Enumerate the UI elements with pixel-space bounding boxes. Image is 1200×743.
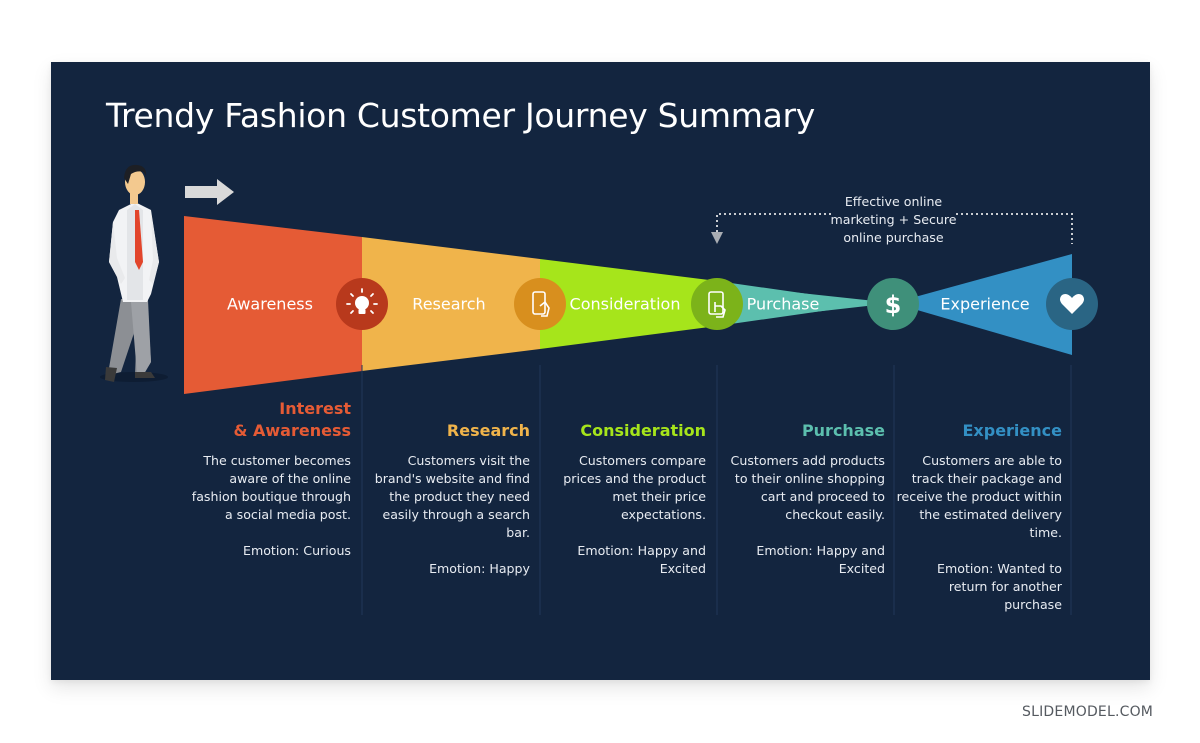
description-line: Customers are able to bbox=[922, 453, 1062, 468]
description-line: The customer becomes bbox=[203, 453, 351, 468]
description-line: prices and the product bbox=[563, 471, 706, 486]
description-line: bar. bbox=[506, 525, 530, 540]
stage-label-awareness: Awareness bbox=[227, 294, 313, 314]
stage-label-research: Research bbox=[412, 294, 486, 314]
dollar-icon: $ bbox=[867, 278, 919, 330]
column-purchase: Purchase Customers add products to their… bbox=[706, 420, 885, 578]
loop-note-line: online purchase bbox=[843, 230, 944, 245]
lightbulb-icon bbox=[336, 278, 388, 330]
emotion-line: Emotion: Wanted to bbox=[937, 561, 1062, 576]
column-dividers bbox=[361, 365, 1072, 615]
stage-label-experience: Experience bbox=[940, 294, 1030, 314]
column-description: Customers add products to their online s… bbox=[706, 452, 885, 524]
heart-icon bbox=[1046, 278, 1098, 330]
column-heading-line: & Awareness bbox=[233, 421, 351, 440]
stage-label-consideration: Consideration bbox=[569, 294, 681, 314]
description-line: fashion boutique through bbox=[191, 489, 351, 504]
loop-note-line: marketing + Secure bbox=[830, 212, 957, 227]
description-line: Customers compare bbox=[579, 453, 706, 468]
loop-arrowhead-icon bbox=[711, 232, 723, 244]
funnel-segment-purchase-tip bbox=[717, 284, 893, 323]
loop-connector bbox=[711, 213, 1073, 244]
column-emotion: Emotion: Wanted to return for another pu… bbox=[881, 560, 1062, 614]
description-line: brand's website and find bbox=[374, 471, 530, 486]
emotion-line: Emotion: Happy and bbox=[756, 543, 885, 558]
funnel-segment-consideration bbox=[540, 259, 717, 349]
mobile-phone-hand-icon bbox=[514, 278, 566, 330]
column-emotion: Emotion: Happy and Excited bbox=[706, 542, 885, 578]
description-line: aware of the online bbox=[229, 471, 351, 486]
column-heading-line: Purchase bbox=[801, 421, 885, 440]
column-heading: Experience bbox=[881, 420, 1062, 442]
column-heading-line: Consideration bbox=[580, 421, 706, 440]
slide-title: Trendy Fashion Customer Journey Summary bbox=[106, 96, 815, 135]
slide: Trendy Fashion Customer Journey Summary bbox=[51, 62, 1150, 680]
column-description: The customer becomes aware of the online… bbox=[171, 452, 351, 524]
column-emotion: Emotion: Curious bbox=[171, 542, 351, 560]
emotion-line: Emotion: Happy and bbox=[577, 543, 706, 558]
description-line: cart and proceed to bbox=[760, 489, 885, 504]
description-line: the estimated delivery bbox=[919, 507, 1062, 522]
watermark: SLIDEMODEL.COM bbox=[1022, 704, 1154, 720]
journey-diagram: $ bbox=[100, 164, 1098, 615]
column-description: Customers are able to track their packag… bbox=[881, 452, 1062, 542]
column-consideration: Consideration Customers compare prices a… bbox=[531, 420, 706, 578]
description-line: time. bbox=[1029, 525, 1062, 540]
description-line: receive the product within bbox=[896, 489, 1062, 504]
emotion-line: Excited bbox=[838, 561, 885, 576]
funnel-segment-research bbox=[362, 237, 540, 371]
description-line: met their price bbox=[612, 489, 706, 504]
column-experience: Experience Customers are able to track t… bbox=[881, 420, 1062, 614]
description-line: Customers add products bbox=[730, 453, 885, 468]
loop-note-line: Effective online bbox=[844, 194, 943, 209]
description-line: expectations. bbox=[621, 507, 706, 522]
description-line: checkout easily. bbox=[785, 507, 885, 522]
description-line: track their package and bbox=[911, 471, 1062, 486]
description-line: easily through a search bbox=[382, 507, 530, 522]
column-research: Research Customers visit the brand's web… bbox=[356, 420, 530, 578]
column-description: Customers compare prices and the product… bbox=[531, 452, 706, 524]
column-heading-line: Experience bbox=[962, 421, 1062, 440]
column-heading-line: Research bbox=[446, 421, 530, 440]
column-emotion: Emotion: Happy bbox=[356, 560, 530, 578]
direction-arrow-icon bbox=[185, 179, 234, 205]
column-description: Customers visit the brand's website and … bbox=[356, 452, 530, 542]
column-heading: Research bbox=[356, 420, 530, 442]
column-awareness: Interest & Awareness The customer become… bbox=[171, 398, 351, 560]
column-heading-line: Interest bbox=[279, 399, 351, 418]
description-line: Customers visit the bbox=[407, 453, 530, 468]
emotion-line: return for another bbox=[948, 579, 1062, 594]
loop-note: Effective online marketing + Secure onli… bbox=[821, 193, 966, 247]
emotion-line: purchase bbox=[1004, 597, 1062, 612]
description-line: to their online shopping bbox=[734, 471, 885, 486]
column-heading: Consideration bbox=[531, 420, 706, 442]
funnel-segment-experience bbox=[893, 254, 1072, 355]
stage-label-purchase: Purchase bbox=[746, 294, 820, 314]
svg-text:$: $ bbox=[885, 291, 902, 319]
emotion-line: Excited bbox=[659, 561, 706, 576]
column-emotion: Emotion: Happy and Excited bbox=[531, 542, 706, 578]
column-heading: Purchase bbox=[706, 420, 885, 442]
funnel-segment-awareness bbox=[184, 216, 362, 394]
touch-phone-icon bbox=[691, 278, 743, 330]
description-line: the product they need bbox=[389, 489, 530, 504]
column-heading: Interest & Awareness bbox=[171, 398, 351, 442]
description-line: a social media post. bbox=[224, 507, 351, 522]
emotion-line: Emotion: Curious bbox=[242, 543, 351, 558]
person-figure-icon bbox=[100, 164, 168, 382]
emotion-line: Emotion: Happy bbox=[429, 561, 530, 576]
